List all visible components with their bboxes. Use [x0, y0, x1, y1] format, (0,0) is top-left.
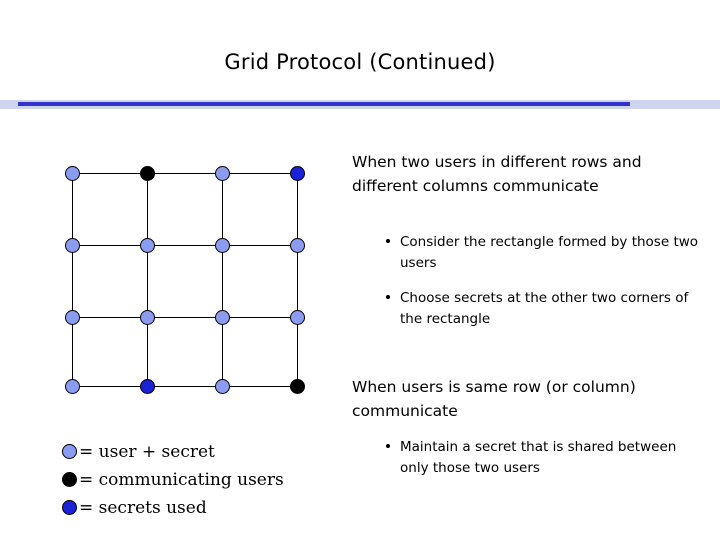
bullet-text: Maintain a secret that is shared between… [400, 439, 677, 476]
grid-node-user [290, 238, 305, 253]
grid-node-communicating [140, 166, 155, 181]
page-title: Grid Protocol (Continued) [224, 50, 496, 74]
grid-node-user [65, 379, 80, 394]
grid-hline-3 [72, 317, 297, 318]
grid-node-user [65, 310, 80, 325]
communicating-users-dot-icon [62, 472, 77, 487]
grid-vline-4 [297, 166, 298, 381]
grid-vline-2 [147, 166, 148, 381]
bullet-maintain-secret: Maintain a secret that is shared between… [386, 437, 698, 479]
legend-item-communicating-users: = communicating users [62, 466, 352, 494]
user-secret-dot-icon [62, 444, 77, 459]
grid-node-secret [140, 379, 155, 394]
bullet-dot-icon [386, 295, 390, 300]
grid-hline-2 [72, 245, 297, 246]
grid-hline-4 [72, 386, 297, 387]
grid-node-user [65, 166, 80, 181]
paragraph-same-row: When users is same row (or column) commu… [352, 378, 636, 421]
bullet-dot-icon [386, 444, 390, 449]
legend-label: = communicating users [79, 470, 284, 490]
bullet-choose-secrets: Choose secrets at the other two corners … [386, 288, 706, 330]
grid-diagram [62, 160, 305, 394]
bullet-text: Consider the rectangle formed by those t… [400, 234, 699, 271]
grid-vline-3 [222, 166, 223, 381]
grid-node-user [215, 166, 230, 181]
grid-node-user [140, 310, 155, 325]
grid-node-user [65, 238, 80, 253]
legend-item-secrets-used: = secrets used [62, 494, 352, 522]
grid-node-user [215, 310, 230, 325]
grid-vline-1 [72, 166, 73, 381]
grid-hline-1 [72, 173, 297, 174]
bullet-text: Choose secrets at the other two corners … [400, 290, 689, 327]
grid-node-user [215, 238, 230, 253]
grid-node-user [290, 310, 305, 325]
bullet-dot-icon [386, 239, 390, 244]
bullet-consider-rectangle: Consider the rectangle formed by those t… [386, 232, 710, 274]
grid-node-user [140, 238, 155, 253]
grid-node-communicating [290, 379, 305, 394]
title-rule-dark [18, 102, 630, 106]
legend-item-user-secret: = user + secret [62, 438, 352, 466]
legend-label: = user + secret [79, 442, 215, 462]
legend-label: = secrets used [79, 498, 207, 518]
grid-node-secret [290, 166, 305, 181]
legend: = user + secret = communicating users = … [62, 438, 352, 522]
grid-node-user [215, 379, 230, 394]
secrets-used-dot-icon [62, 500, 77, 515]
paragraph-different-rows: When two users in different rows and dif… [352, 153, 642, 196]
